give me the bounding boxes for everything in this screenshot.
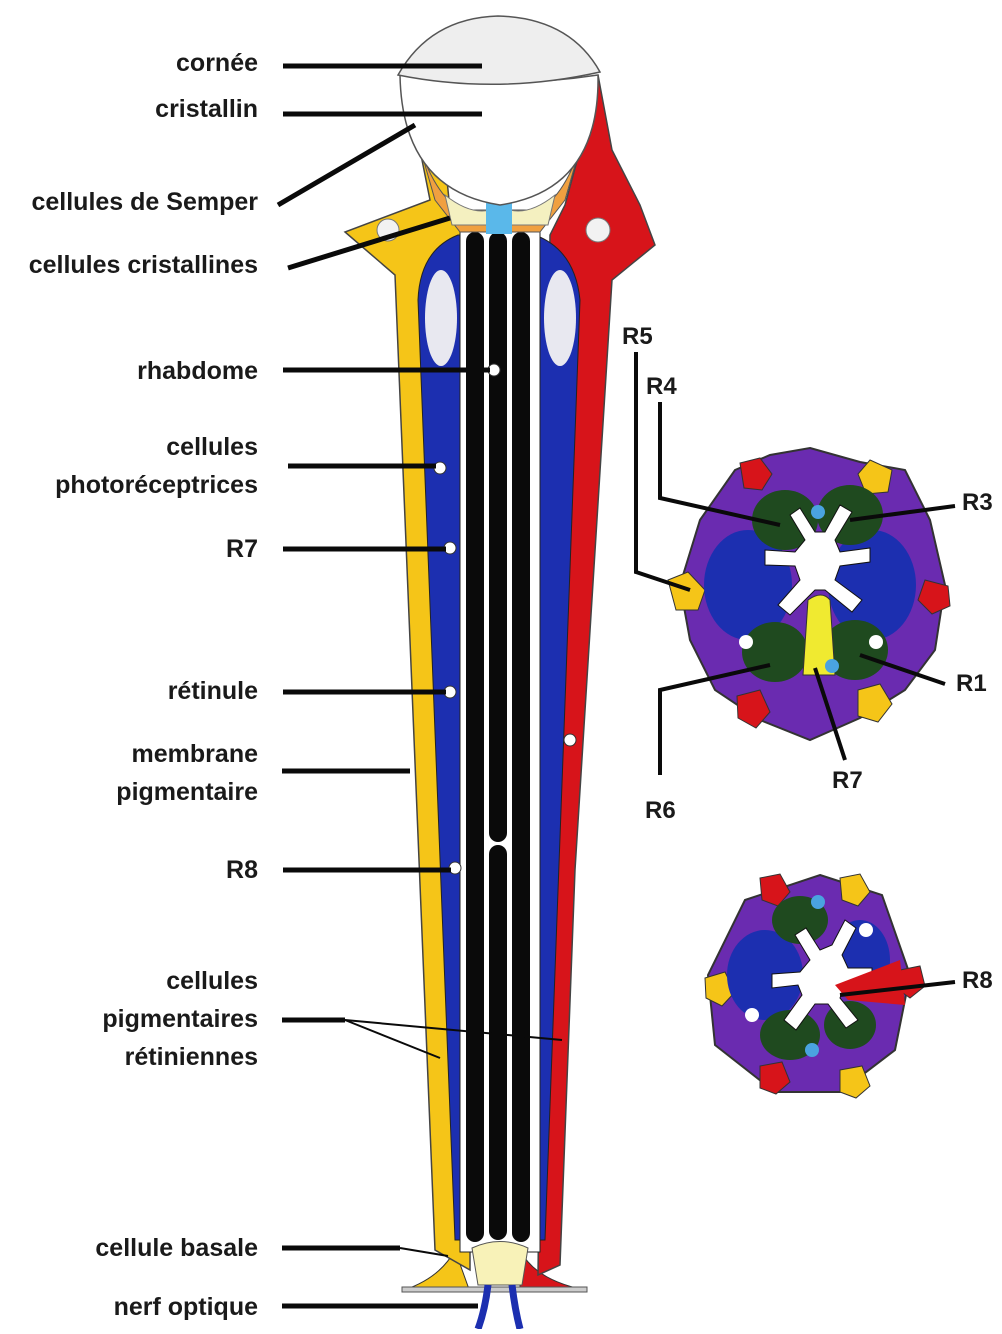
cross-dot-3 bbox=[739, 635, 753, 649]
cross-section-r7 bbox=[668, 448, 950, 740]
label-pig-line2: pigmentaires bbox=[102, 1000, 258, 1038]
basal-cell bbox=[472, 1242, 528, 1286]
green-cell-r6 bbox=[742, 622, 808, 682]
label-cornee: cornée bbox=[176, 44, 258, 82]
label-nerf: nerf optique bbox=[114, 1288, 258, 1326]
label-basale: cellule basale bbox=[95, 1229, 258, 1267]
label-cristallines: cellules cristallines bbox=[29, 246, 258, 284]
cross-dot-2 bbox=[825, 659, 839, 673]
r8-dot-3 bbox=[745, 1008, 759, 1022]
photoreceptor-nucleus-left bbox=[425, 270, 457, 366]
label-r4: R4 bbox=[646, 368, 677, 406]
label-rhabdome: rhabdome bbox=[137, 352, 258, 390]
longitudinal-section bbox=[345, 16, 655, 1329]
cross-dot-1 bbox=[811, 505, 825, 519]
rhabdomere-r8 bbox=[489, 845, 507, 1240]
rhabdomere-1 bbox=[466, 232, 484, 1242]
rhabdomere-2 bbox=[489, 232, 507, 842]
label-r8-left: R8 bbox=[226, 851, 258, 889]
cornea bbox=[398, 16, 600, 84]
label-retinule: rétinule bbox=[168, 672, 258, 710]
label-r7-left: R7 bbox=[226, 530, 258, 568]
label-membrane-line2: pigmentaire bbox=[116, 773, 258, 811]
label-pig-line3: rétiniennes bbox=[125, 1038, 258, 1076]
label-photo-line1: cellules bbox=[166, 428, 258, 466]
rhabdomere-3 bbox=[512, 232, 530, 1242]
cross-section-r8 bbox=[705, 874, 925, 1098]
label-r5: R5 bbox=[622, 318, 653, 356]
label-r1: R1 bbox=[956, 665, 987, 703]
label-cristallin: cristallin bbox=[155, 90, 258, 128]
photoreceptor-nucleus-right bbox=[544, 270, 576, 366]
label-membrane-line1: membrane bbox=[132, 735, 258, 773]
r8-dot-2 bbox=[805, 1043, 819, 1057]
label-semper: cellules de Semper bbox=[31, 183, 258, 221]
cross-dot-4 bbox=[869, 635, 883, 649]
red-cell-nucleus bbox=[586, 218, 610, 242]
red-cell-dot bbox=[564, 734, 576, 746]
label-photo-line2: photoréceptrices bbox=[55, 466, 258, 504]
label-r8-cross: R8 bbox=[962, 962, 993, 1000]
r8-dot-1 bbox=[811, 895, 825, 909]
label-r3: R3 bbox=[962, 484, 993, 522]
label-r7-cross: R7 bbox=[832, 762, 863, 800]
r8-dot-4 bbox=[859, 923, 873, 937]
leader-semper bbox=[278, 125, 415, 205]
label-r6: R6 bbox=[645, 792, 676, 830]
basal-plate-line bbox=[402, 1287, 587, 1292]
label-pig-line1: cellules bbox=[166, 962, 258, 1000]
